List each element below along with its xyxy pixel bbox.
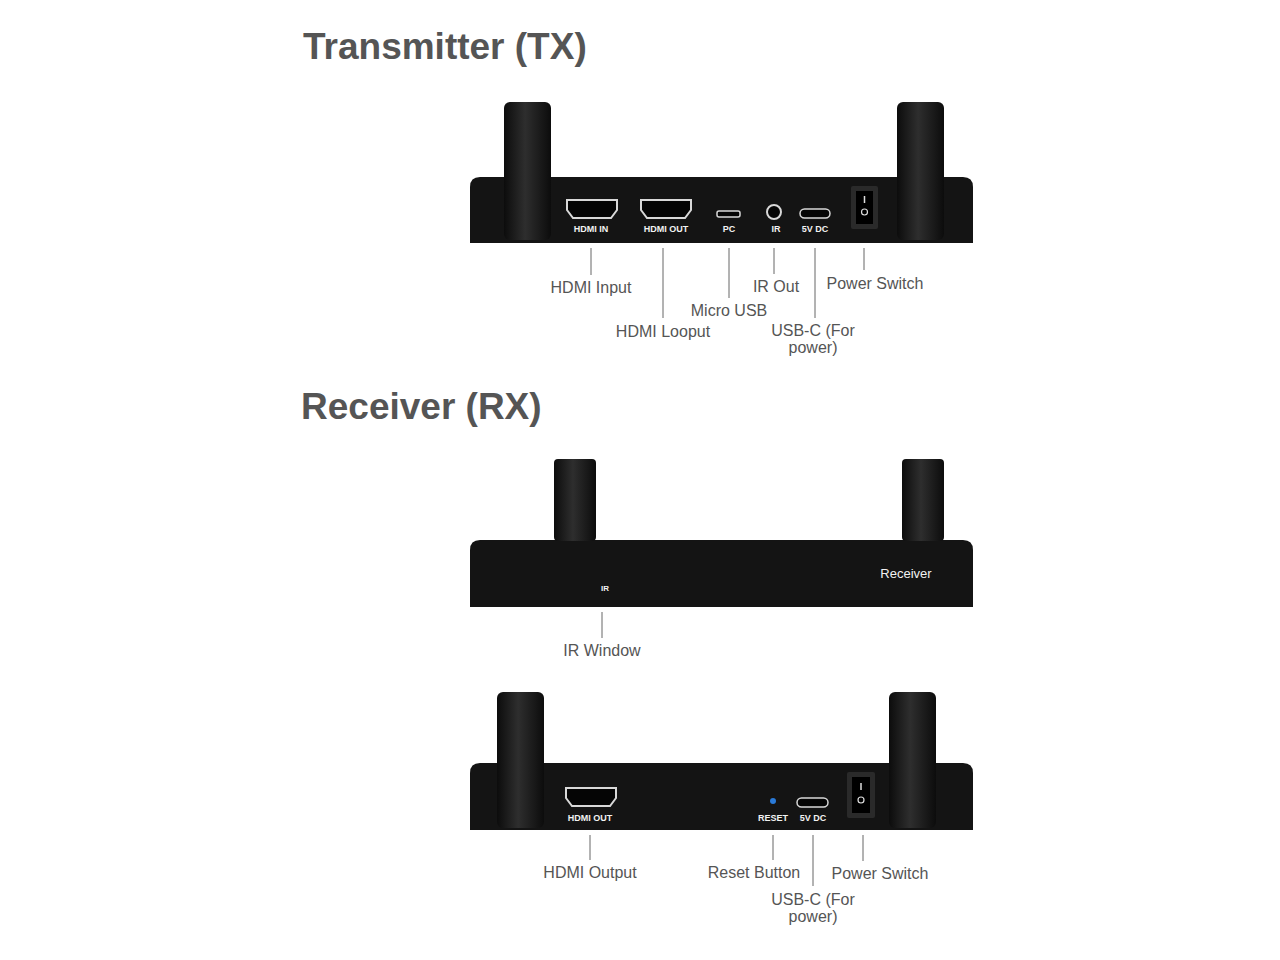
port-label: 5V DC	[802, 224, 829, 235]
device-housing: IR Receiver	[470, 540, 973, 607]
callout-label: Reset Button	[708, 864, 801, 881]
callout-label: Power Switch	[827, 275, 924, 292]
callout-label: IR Out	[753, 278, 799, 295]
port-label: PC	[723, 224, 736, 235]
callout-label: USB-C (For power)	[763, 322, 863, 356]
section-heading: Receiver (RX)	[301, 386, 542, 428]
port-label: HDMI OUT	[568, 813, 613, 824]
port-label: IR	[601, 583, 609, 594]
callout-label: USB-C (For power)	[763, 891, 863, 925]
callout-label: HDMI Output	[543, 864, 636, 881]
callout-label: HDMI Looput	[616, 323, 710, 340]
port-label: HDMI IN	[574, 224, 609, 235]
section-heading: Transmitter (TX)	[303, 26, 587, 68]
port-label: HDMI OUT	[644, 224, 689, 235]
device-housing: HDMI OUT RESET 5V DC	[470, 763, 973, 830]
callout-label: HDMI Input	[551, 279, 632, 296]
callout-label: Micro USB	[691, 302, 767, 319]
port-label: RESET	[758, 813, 788, 824]
callout-label: Power Switch	[832, 865, 929, 882]
callout-label: IR Window	[563, 642, 640, 659]
port-label: IR	[772, 224, 781, 235]
device-housing: HDMI IN HDMI OUT PC IR 5V DC	[470, 177, 973, 243]
port-label: Receiver	[880, 566, 931, 582]
port-label: 5V DC	[800, 813, 827, 824]
